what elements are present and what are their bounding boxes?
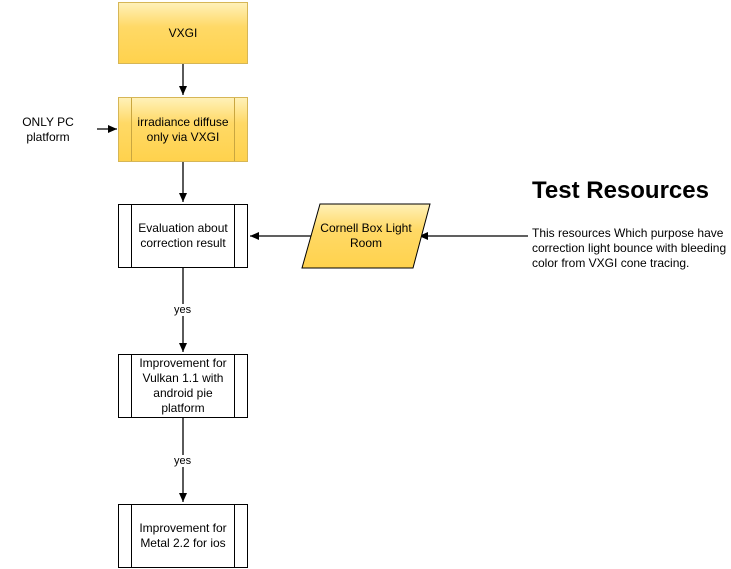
yes-label-1: yes (172, 304, 194, 316)
vxgi-node[interactable]: VXGI (118, 2, 248, 64)
test-resources-title: Test Resources (532, 177, 709, 204)
cornell-box-shape (301, 203, 431, 269)
irradiance-node-label: irradiance diffuse only via VXGI (137, 114, 229, 144)
only-pc-note: ONLY PC platform (22, 115, 74, 144)
cornell-box-label: Cornell Box Light Room (320, 221, 412, 250)
test-resources-description: This resources Which purpose have correc… (532, 226, 727, 270)
evaluation-node-label: Evaluation about correction result (138, 221, 228, 250)
metal-node-label: Improvement for Metal 2.2 for ios (139, 521, 227, 550)
evaluation-node[interactable]: Evaluation about correction result (118, 204, 248, 268)
vulkan-node[interactable]: Improvement for Vulkan 1.1 with android … (118, 354, 248, 418)
vulkan-node-label: Improvement for Vulkan 1.1 with android … (139, 356, 227, 415)
irradiance-node[interactable]: irradiance diffuse only via VXGI (118, 97, 248, 162)
vxgi-node-label: VXGI (168, 25, 198, 40)
metal-node[interactable]: Improvement for Metal 2.2 for ios (118, 504, 248, 568)
yes-label-2: yes (172, 455, 194, 467)
cornell-box-node[interactable]: Cornell Box Light Room (318, 204, 414, 268)
